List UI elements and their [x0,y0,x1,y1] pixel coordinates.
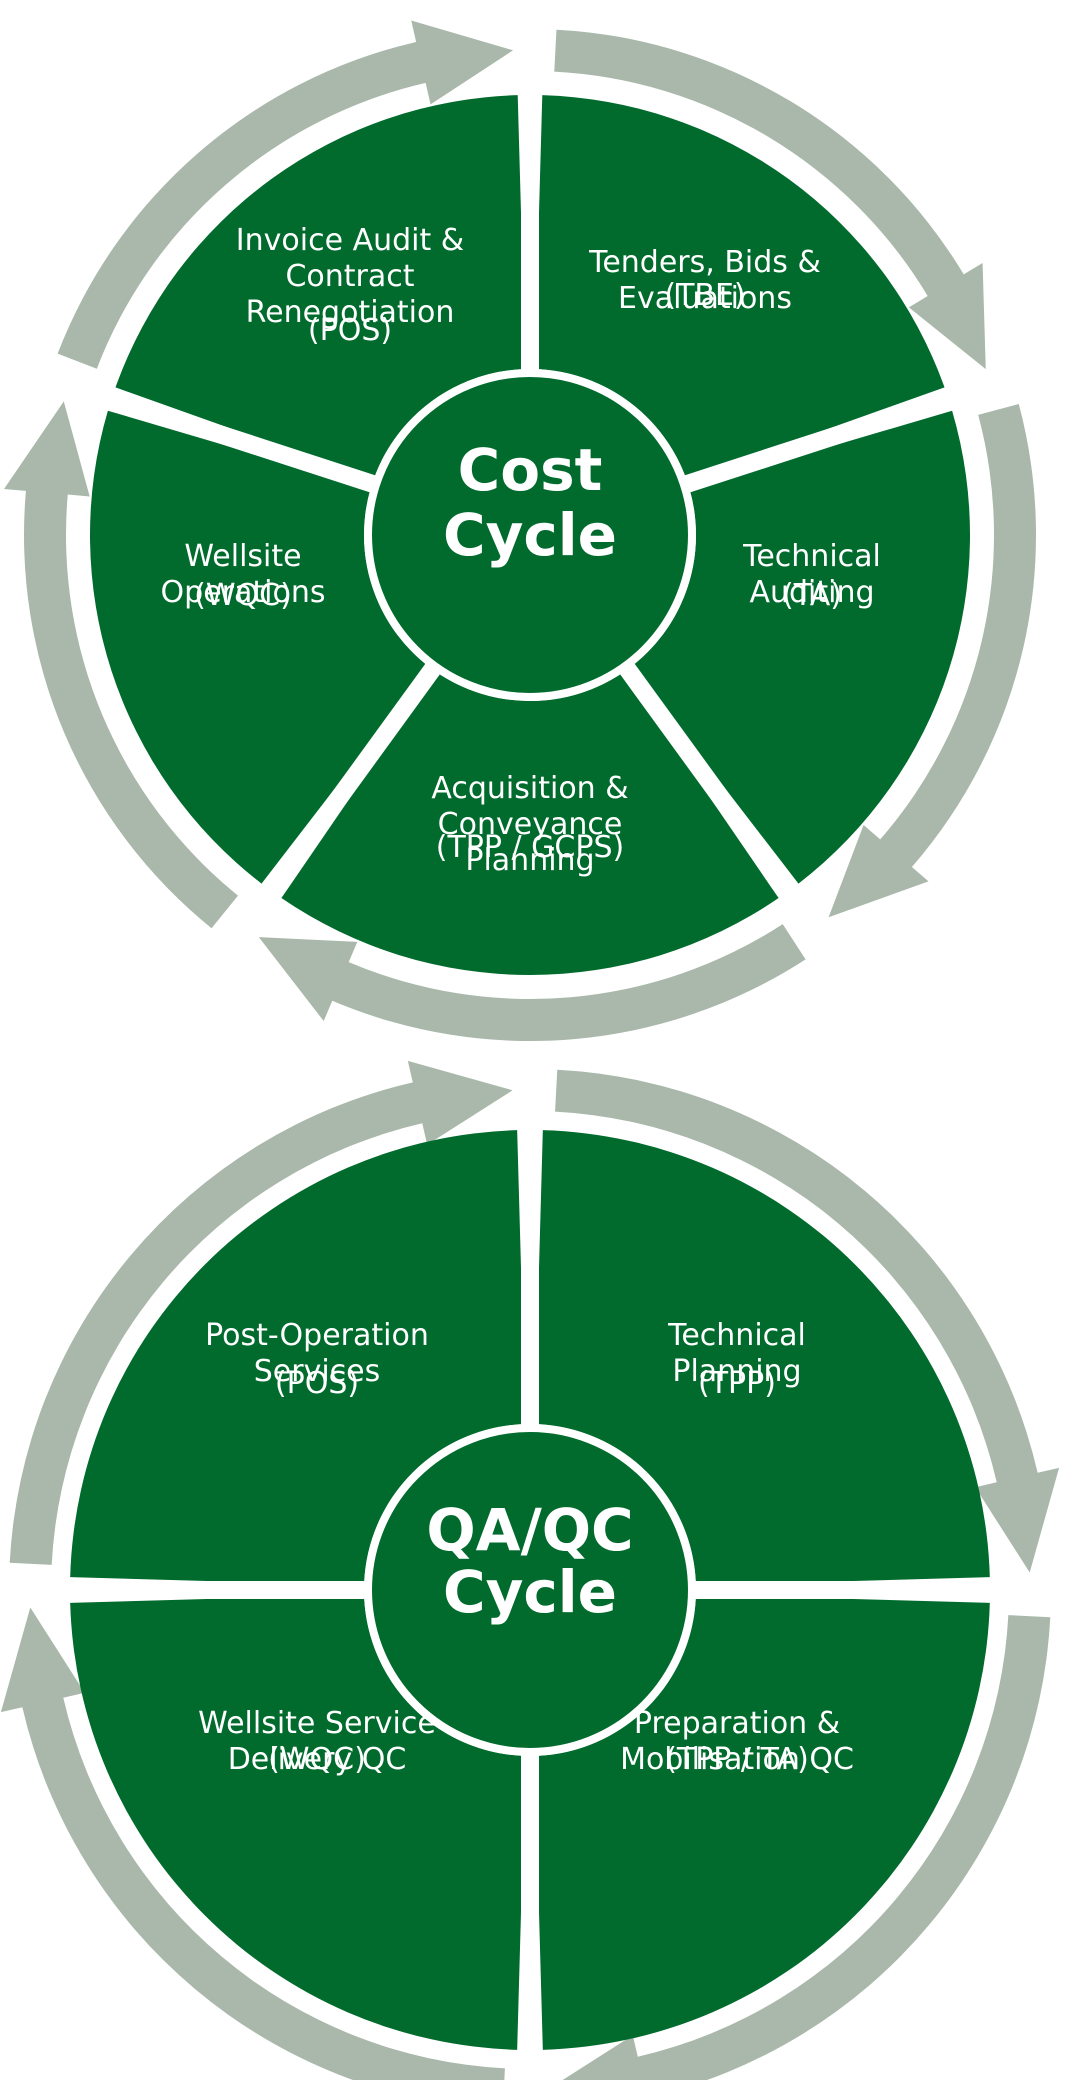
cycle-segment [281,671,779,976]
qaqc-cycle-title-line-1: QA/QC [426,1496,633,1564]
segment-label-line: Services [254,1354,381,1389]
segment-label-line: Planning [465,843,594,878]
cycle-segment [70,1594,526,2050]
segment-code: (TA) [782,578,842,613]
segment-label-line: Technical [667,1318,806,1353]
cost-cycle-title-line-2: Cycle [443,501,617,569]
segment-label-line: Conveyance [438,807,623,842]
segment-label-line: Operations [161,575,326,610]
cycle-arrow [555,1069,1060,1573]
segment-label-line: Auditing [749,575,874,610]
cost-cycle-title-line-1: Cost [458,436,603,504]
cycle-arrow [258,924,806,1042]
segment-divider [617,659,801,903]
segment-label-line: Mobilisation QC [620,1742,854,1777]
qaqc-cycle-arrows [0,1060,1060,2080]
segment-label-line: Delivery QC [228,1742,407,1777]
cost-cycle-hub: Cost Cycle [364,369,696,701]
segment-label-line: Wellsite Service [198,1706,436,1741]
cost-cycle-arrows [4,20,1037,1042]
segment-label-line: Planning [672,1354,801,1389]
segment-label-line: Renegotiation [246,295,455,330]
segment-label-line: Technical [742,539,881,574]
cycle-arrow [554,29,986,370]
segment-divider [680,388,959,494]
cycle-arrow [828,404,1037,918]
segment-code: (TBE) [664,278,745,313]
segment-code: (TPP / GCPS) [436,830,624,865]
cycle-segment [115,95,526,480]
segment-label-line: Contract [285,259,414,294]
cycle-arrow [4,401,239,929]
segment-label-line: Tenders, Bids & [588,245,821,280]
cycle-segment [89,410,429,884]
cost-cycle-hub-circle [364,369,696,701]
segment-label-line: Preparation & [634,1706,840,1741]
cycle-arrow [57,20,514,369]
segment-code: (POS) [308,313,392,348]
segment-label: Preparation &Mobilisation QC [620,1706,854,1777]
segment-divider [101,388,380,494]
segment-code: (WQC) [268,1742,366,1777]
qaqc-cycle-title-line-2: Cycle [443,1558,617,1626]
segment-label-line: Invoice Audit & [236,223,464,258]
segment-label-line: Acquisition & [431,771,628,806]
segment-code: (POS) [275,1366,359,1401]
cost-cycle-segments [89,87,971,976]
segment-divider [259,659,443,903]
cycle-segment [534,1130,990,1586]
segment-label-line: Wellsite [184,539,301,574]
cycle-arrow [9,1060,513,1565]
segment-label-line: Post-Operation [205,1318,429,1353]
cost-cycle-labels: Tenders, Bids &Evaluations(TBE) Technical… [161,223,881,878]
cycle-segment [70,1130,526,1586]
segment-code: (TPP) [698,1366,776,1401]
segment-code: (WQC) [194,578,292,613]
cost-cycle-diagram: Tenders, Bids &Evaluations(TBE) Technical… [4,20,1037,1042]
cycle-segment [534,1594,990,2050]
qaqc-cycle-hub: QA/QC Cycle [364,1424,696,1756]
qaqc-cycle-segments [62,1122,998,2058]
segment-label: Tenders, Bids &Evaluations [588,245,821,316]
cycle-segment [631,410,971,884]
qaqc-cycle-hub-circle [364,1424,696,1756]
cycle-arrow [0,1607,505,2080]
segment-code: (TPP / TA) [665,1742,809,1777]
segment-label-line: Evaluations [618,281,792,316]
cycle-arrow [562,1615,1051,2080]
cycle-segment [534,95,945,480]
